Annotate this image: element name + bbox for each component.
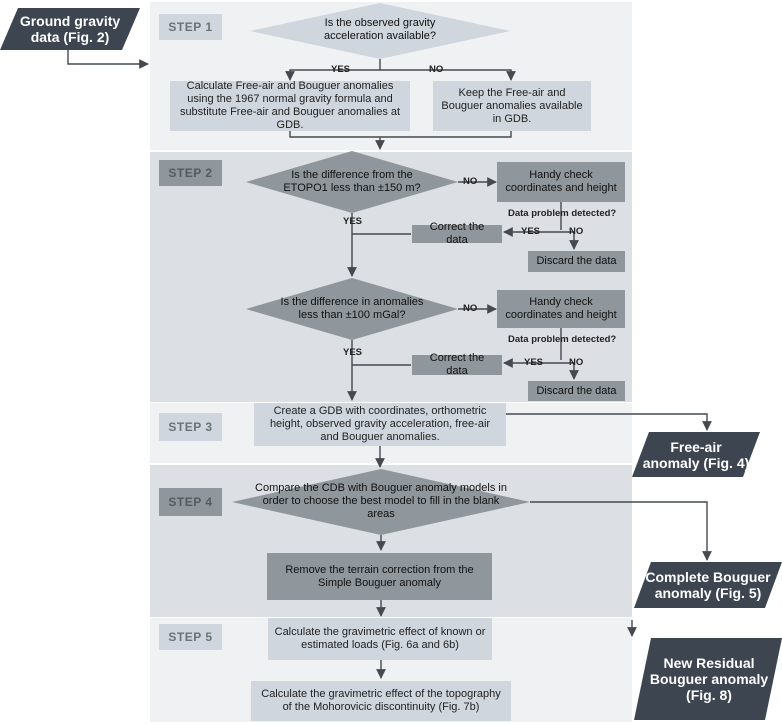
step5-label: STEP 5: [159, 624, 222, 650]
arrow-problem1-no: [561, 231, 579, 250]
arrow-input-to-step1: [67, 50, 149, 69]
step2-anomalies-no-label: NO: [463, 303, 478, 314]
arrow-step3-to-free-air: [506, 413, 712, 431]
step2-problem1-yes: YES: [521, 226, 541, 237]
decision-diamond-anomalies: [246, 278, 458, 340]
step2-etopo-yes-label: YES: [343, 216, 363, 227]
complete-bouguer-parallelogram: [634, 562, 782, 608]
arrow-compare-to-complete: [530, 501, 712, 561]
step4-compare-text: Compare the CDB with Bouguer anomaly mod…: [255, 482, 507, 520]
step2-check1-box: Handy check coordinates and height: [497, 162, 625, 202]
step1-yes-label: YES: [331, 64, 351, 75]
new-residual-parallelogram: [634, 638, 782, 720]
step2-etopo-no-label: NO: [463, 176, 478, 187]
step1-no-label: NO: [429, 64, 444, 75]
arrow-problem2-no: [561, 362, 579, 380]
step2-correct2-box: Correct the data: [412, 352, 502, 377]
step2-etopo-text: Is the difference from the ETOPO1 less t…: [283, 169, 421, 194]
decision-diamond-step1: [250, 3, 510, 59]
step5-known-box: Calculate the gravimetric effect of know…: [268, 618, 492, 660]
step2-discard2-box: Discard the data: [528, 381, 625, 401]
step2-problem2-no: NO: [569, 357, 584, 368]
step2-label: STEP 2: [159, 160, 222, 186]
line-calc-merge: [289, 131, 380, 138]
step2-problem2-label: Data problem detected?: [508, 334, 617, 345]
step2-check2-box: Handy check coordinates and height: [497, 290, 625, 328]
step2-anomalies-yes-label: YES: [343, 347, 363, 358]
arrow-step1-no: [380, 69, 516, 81]
arrow-step1-yes: [285, 59, 381, 81]
decision-diamond-compare: [232, 469, 530, 535]
step1-label: STEP 1: [159, 14, 222, 40]
step4-remove-box: Remove the terrain correction from the S…: [267, 553, 492, 600]
step2-problem1-label: Data problem detected?: [508, 208, 617, 219]
step5-moho-box: Calculate the gravimetric effect of the …: [251, 681, 511, 721]
output-free-air: Free-air anomaly (Fig. 4): [642, 438, 750, 471]
step4-label: STEP 4: [159, 488, 222, 516]
step2-correct1-box: Correct the data: [412, 221, 502, 246]
step1-decision-text: Is the observed gravity acceleration ava…: [324, 17, 436, 42]
step2-problem1-no: NO: [569, 226, 584, 237]
input-ground-gravity: Ground gravity data (Fig. 2): [19, 13, 121, 45]
output-complete-bouguer: Complete Bouguer anomaly (Fig. 5): [645, 569, 771, 601]
step2-discard1-box: Discard the data: [528, 251, 625, 272]
step3-label: STEP 3: [159, 413, 222, 441]
input-parallelogram: [0, 8, 140, 50]
step1-keep-box: Keep the Free-air and Bouguer anomalies …: [433, 81, 591, 131]
line-keep-merge: [380, 131, 512, 138]
step2-anomalies-text: Is the difference in anomalies less than…: [280, 296, 424, 321]
free-air-parallelogram: [632, 432, 760, 477]
decision-diamond-etopo: [246, 151, 458, 213]
step1-calc-box: Calculate Free-air and Bouguer anomalies…: [170, 80, 410, 131]
step3-create-box: Create a GDB with coordinates, orthometr…: [254, 403, 506, 446]
step2-problem2-yes: YES: [524, 357, 544, 368]
output-new-residual: New Residual Bouguer anomaly (Fig. 8): [649, 655, 769, 703]
